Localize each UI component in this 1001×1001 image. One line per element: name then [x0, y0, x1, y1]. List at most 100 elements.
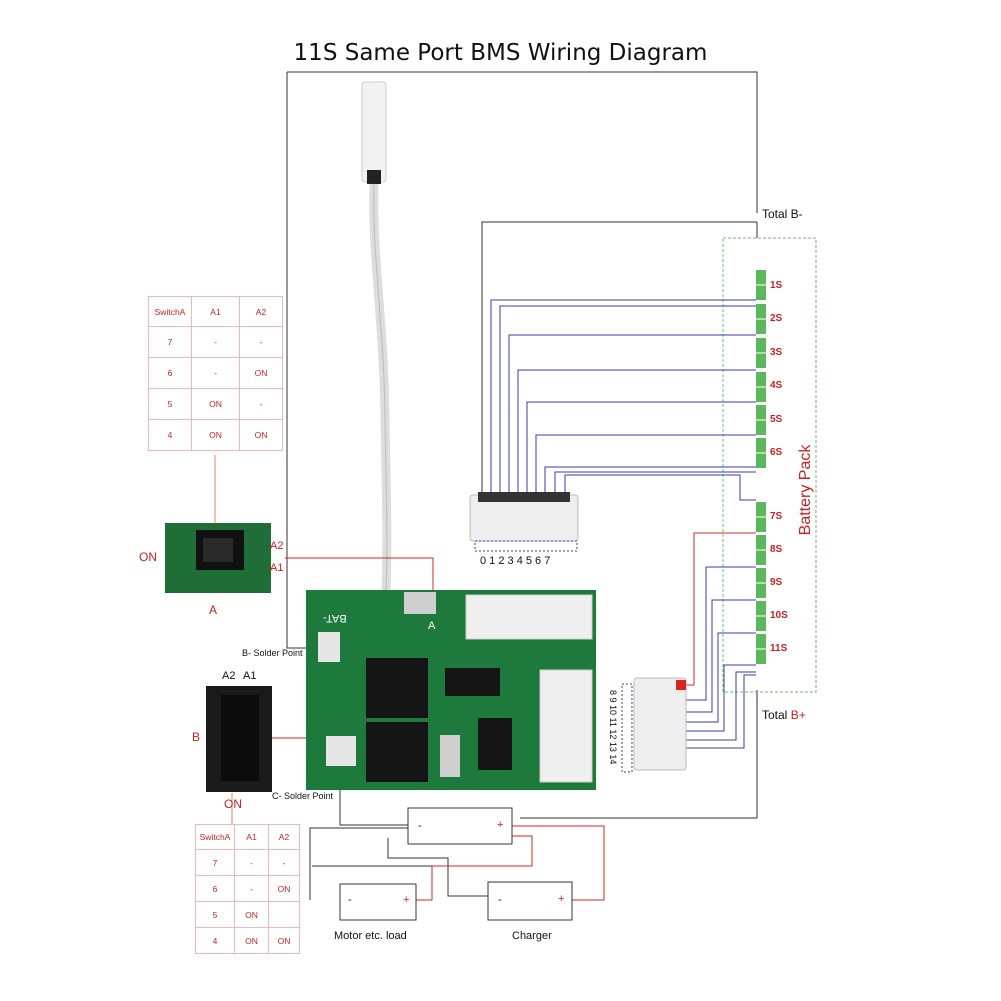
balance-connector-top — [469, 492, 579, 552]
battery-pack-label: Battery Pack — [797, 444, 814, 536]
main-box-minus: - — [418, 820, 422, 832]
table-cell: A2 — [268, 824, 300, 850]
table-cell: - — [234, 849, 269, 876]
balance-connector-side — [621, 677, 687, 773]
table-row: SwitchA A1 A2 — [195, 824, 300, 850]
table-cell: A1 — [234, 824, 269, 850]
switch-photo-b — [206, 686, 272, 792]
table-row: SwitchA A1 A2 — [148, 296, 283, 327]
cell-tag: 11S — [770, 643, 788, 654]
table-row: 4 ON ON — [195, 927, 300, 954]
battery-pack-box — [722, 237, 817, 693]
switch-a-wire — [285, 557, 434, 590]
table-cell: ON — [268, 875, 300, 902]
table-cell: A2 — [239, 296, 283, 327]
thermistor — [361, 81, 392, 591]
charger-box — [487, 881, 573, 921]
main-box-plus: + — [497, 819, 504, 831]
table-row: 7 - - — [148, 326, 283, 358]
cell-tag: 2S — [770, 313, 783, 324]
table-cell: - — [234, 875, 269, 902]
load-box-minus: - — [348, 894, 352, 906]
total-b-minus-label: Total B- — [762, 207, 803, 221]
on-label-b: ON — [224, 797, 242, 811]
total-b-plus-label: Total B+ — [762, 708, 806, 722]
table-cell: - — [239, 326, 283, 358]
board-bat-label: BAT- — [323, 612, 347, 624]
on-label-a: ON — [139, 550, 157, 564]
cell-tag: 3S — [770, 347, 783, 358]
switch-b-label: B — [192, 730, 201, 744]
cell-tag: 9S — [770, 577, 783, 588]
switch-a-label: A — [209, 603, 218, 617]
a1-label: A1 — [270, 562, 284, 574]
table-cell: - — [191, 357, 240, 389]
frame-wire-left — [286, 72, 318, 649]
balance-top-digits: 0 1 2 3 4 5 6 7 — [480, 555, 551, 567]
table-cell — [268, 901, 300, 928]
switch-photo-a — [165, 523, 271, 593]
table-cell: ON — [234, 927, 269, 954]
table-row: 7 - - — [195, 849, 300, 876]
table-cell: 5 — [195, 901, 235, 928]
table-row: 6 - ON — [148, 357, 283, 389]
table-cell: 6 — [195, 875, 235, 902]
switch-table-a: SwitchA A1 A2 7 - - 6 - ON 5 ON - 4 ON O… — [148, 296, 283, 451]
charger-label: Charger — [512, 930, 552, 942]
total-b-minus-wire — [481, 221, 758, 505]
load-box-plus: + — [403, 894, 410, 906]
charger-box-plus: + — [558, 893, 565, 905]
charger-box-minus: - — [498, 894, 502, 906]
a1-label-b: A1 — [243, 670, 257, 682]
table-cell: ON — [191, 388, 240, 420]
cell-tag: 6S — [770, 447, 783, 458]
table-row: 5 ON — [195, 901, 300, 928]
table-cell: SwitchA — [148, 296, 192, 327]
a2-label: A2 — [270, 540, 284, 552]
total-b-plus-suffix: B+ — [790, 708, 806, 722]
table-cell: ON — [268, 927, 300, 954]
switch-table-b: SwitchA A1 A2 7 - - 6 - ON 5 ON 4 ON ON — [195, 824, 300, 954]
cell-tag: 10S — [770, 610, 788, 621]
table-cell: SwitchA — [195, 824, 235, 850]
table-cell: 7 — [148, 326, 192, 358]
table-cell: - — [239, 388, 283, 420]
table-row: 6 - ON — [195, 875, 300, 902]
cell-tag: 8S — [770, 544, 783, 555]
table-cell: 7 — [195, 849, 235, 876]
table-cell: - — [268, 849, 300, 876]
bms-pcb — [306, 590, 596, 790]
table-cell: 4 — [195, 927, 235, 954]
board-a-label: A — [428, 620, 436, 632]
table-cell: 4 — [148, 419, 192, 451]
a2-label-b: A2 — [222, 670, 236, 682]
table-cell: ON — [234, 901, 269, 928]
table-cell: ON — [191, 419, 240, 451]
cell-tag: 1S — [770, 280, 783, 291]
total-b-plus-wire — [520, 690, 758, 819]
motor-load-box — [339, 883, 417, 921]
table-cell: ON — [239, 419, 283, 451]
main-battery-box — [407, 807, 513, 845]
balance-side-digits: 8 9 10 11 12 13 14 — [608, 690, 618, 765]
balance-wires-top — [490, 299, 756, 505]
total-b-plus-prefix: Total — [762, 708, 791, 722]
cell-tag: 4S — [770, 380, 783, 391]
table-cell: - — [191, 326, 240, 358]
diagram-title: 11S Same Port BMS Wiring Diagram — [293, 40, 708, 66]
table-row: 4 ON ON — [148, 419, 283, 451]
table-cell: 5 — [148, 388, 192, 420]
c-minus-wire — [339, 780, 408, 826]
positive-wiring — [416, 825, 605, 901]
table-cell: A1 — [191, 296, 240, 327]
table-row: 5 ON - — [148, 388, 283, 420]
balance-wires-side — [685, 566, 756, 749]
cell-tag: 7S — [770, 511, 783, 522]
battery-terminals — [756, 270, 766, 664]
cell-tag: 5S — [770, 414, 783, 425]
motor-load-label: Motor etc. load — [334, 930, 407, 942]
b-minus-solder-label: B- Solder Point — [242, 648, 303, 658]
c-minus-solder-label: C- Solder Point — [272, 791, 334, 801]
